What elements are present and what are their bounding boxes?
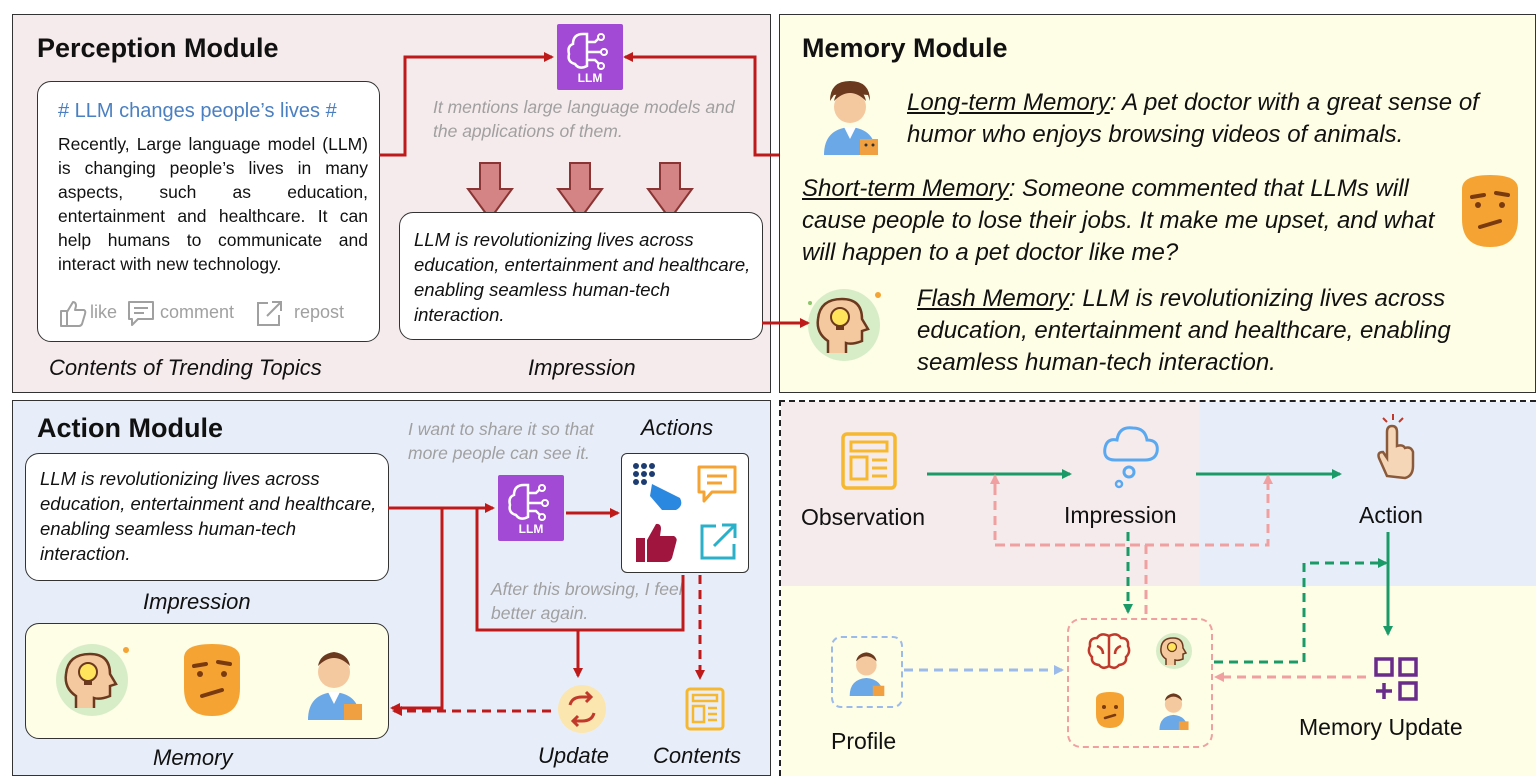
llm-label: LLM bbox=[577, 71, 603, 85]
upset-face-icon bbox=[184, 644, 240, 716]
llm-brain-icon: LLM bbox=[557, 24, 623, 90]
post-body: Recently, Large language model (LLM) is … bbox=[58, 134, 368, 274]
flash-memory: Flash Memory: LLM is revolutionizing liv… bbox=[917, 283, 1527, 379]
share-icon[interactable] bbox=[698, 522, 738, 562]
llm-brain-icon: LLM bbox=[498, 475, 564, 541]
perception-module: Perception Module # LLM changes people’s… bbox=[12, 14, 771, 393]
update-icon[interactable] bbox=[556, 683, 608, 735]
flow-bg-yellow bbox=[781, 586, 1536, 776]
long-term-text: : A pet doctor with a great sense of hum… bbox=[907, 89, 1479, 148]
down-arrows bbox=[466, 162, 694, 221]
short-term-label: Short-term Memory bbox=[802, 175, 1009, 202]
comment-icon[interactable] bbox=[126, 298, 156, 328]
like-icon[interactable] bbox=[58, 298, 88, 328]
memory-caption: Memory bbox=[153, 745, 233, 770]
flow-memory-update: Memory Update bbox=[1299, 714, 1463, 740]
flash-text: : LLM is revolutionizing lives across ed… bbox=[917, 285, 1451, 376]
memory-store-box bbox=[1067, 618, 1213, 748]
trending-post-card: # LLM changes people’s lives # Recently,… bbox=[37, 81, 380, 342]
memory-grid-icon bbox=[1374, 657, 1418, 701]
memory-module: Memory Module Long-term Memory: A pet do… bbox=[779, 14, 1536, 393]
perception-title: Perception Module bbox=[37, 33, 279, 63]
repost-icon[interactable] bbox=[254, 298, 284, 328]
comment-icon[interactable] bbox=[696, 464, 738, 504]
flow-action: Action bbox=[1359, 502, 1423, 528]
memory-icons-box bbox=[25, 623, 389, 739]
doctor-icon bbox=[1159, 693, 1189, 730]
comment-label[interactable]: comment bbox=[160, 302, 235, 322]
doctor-icon bbox=[824, 81, 878, 155]
action-impression-text: LLM is revolutionizing lives across educ… bbox=[40, 468, 377, 564]
flash-label: Flash Memory bbox=[917, 285, 1070, 312]
flow-diagram: Observation Impression Action Profile bbox=[779, 400, 1536, 776]
upset-face-icon bbox=[1462, 175, 1518, 247]
thought-after: After this browsing, I feel better again… bbox=[491, 579, 683, 623]
observation-icon bbox=[841, 432, 897, 490]
perception-impression-text: LLM is revolutionizing lives across educ… bbox=[414, 229, 751, 325]
actions-caption: Actions bbox=[641, 415, 714, 440]
short-term-memory: Short-term Memory: Someone commented tha… bbox=[802, 173, 1442, 269]
caption-impression: Impression bbox=[528, 355, 636, 380]
long-term-memory: Long-term Memory: A pet doctor with a gr… bbox=[907, 87, 1527, 151]
flow-observation: Observation bbox=[801, 504, 926, 530]
action-impression-box: LLM is revolutionizing lives across educ… bbox=[25, 453, 389, 581]
llm-thought: It mentions large language models and th… bbox=[433, 97, 735, 141]
head-bulb-icon bbox=[1156, 633, 1192, 669]
contents-caption: Contents bbox=[653, 743, 742, 768]
repost-label[interactable]: repost bbox=[294, 302, 345, 322]
flow-profile: Profile bbox=[831, 728, 897, 754]
action-module: Action Module LLM is revolutionizing liv… bbox=[12, 400, 771, 776]
touch-grid-icon[interactable] bbox=[632, 462, 684, 512]
like-label[interactable]: like bbox=[90, 302, 118, 322]
upset-face-icon bbox=[1096, 692, 1124, 728]
perception-impression-box: LLM is revolutionizing lives across educ… bbox=[399, 212, 763, 340]
action-title: Action Module bbox=[37, 413, 223, 443]
pointing-hand-icon bbox=[1377, 414, 1415, 480]
profile-box bbox=[831, 636, 903, 708]
short-term-text: : Someone commented that LLMs will cause… bbox=[802, 175, 1435, 266]
head-bulb-icon bbox=[808, 289, 881, 361]
memory-title: Memory Module bbox=[802, 33, 1008, 63]
post-hashtag: # LLM changes people’s lives # bbox=[58, 100, 337, 122]
cloud-icon bbox=[1103, 426, 1159, 489]
brain-icon bbox=[1087, 633, 1131, 669]
post-actions: like comment repost bbox=[58, 300, 378, 330]
thumbs-up-icon[interactable] bbox=[634, 520, 678, 564]
actions-box bbox=[621, 453, 749, 573]
llm-label: LLM bbox=[518, 522, 544, 536]
action-impression-caption: Impression bbox=[143, 589, 251, 614]
flow-impression: Impression bbox=[1064, 502, 1177, 528]
flow-bg-blue bbox=[1199, 402, 1536, 586]
contents-icon[interactable] bbox=[685, 687, 725, 731]
head-bulb-icon bbox=[56, 644, 129, 716]
caption-trending-topics: Contents of Trending Topics bbox=[49, 355, 322, 380]
update-caption: Update bbox=[538, 743, 609, 768]
doctor-icon bbox=[308, 652, 362, 720]
thought-share: I want to share it so that more people c… bbox=[408, 419, 594, 463]
long-term-label: Long-term Memory bbox=[907, 89, 1110, 116]
doctor-icon bbox=[849, 652, 885, 696]
